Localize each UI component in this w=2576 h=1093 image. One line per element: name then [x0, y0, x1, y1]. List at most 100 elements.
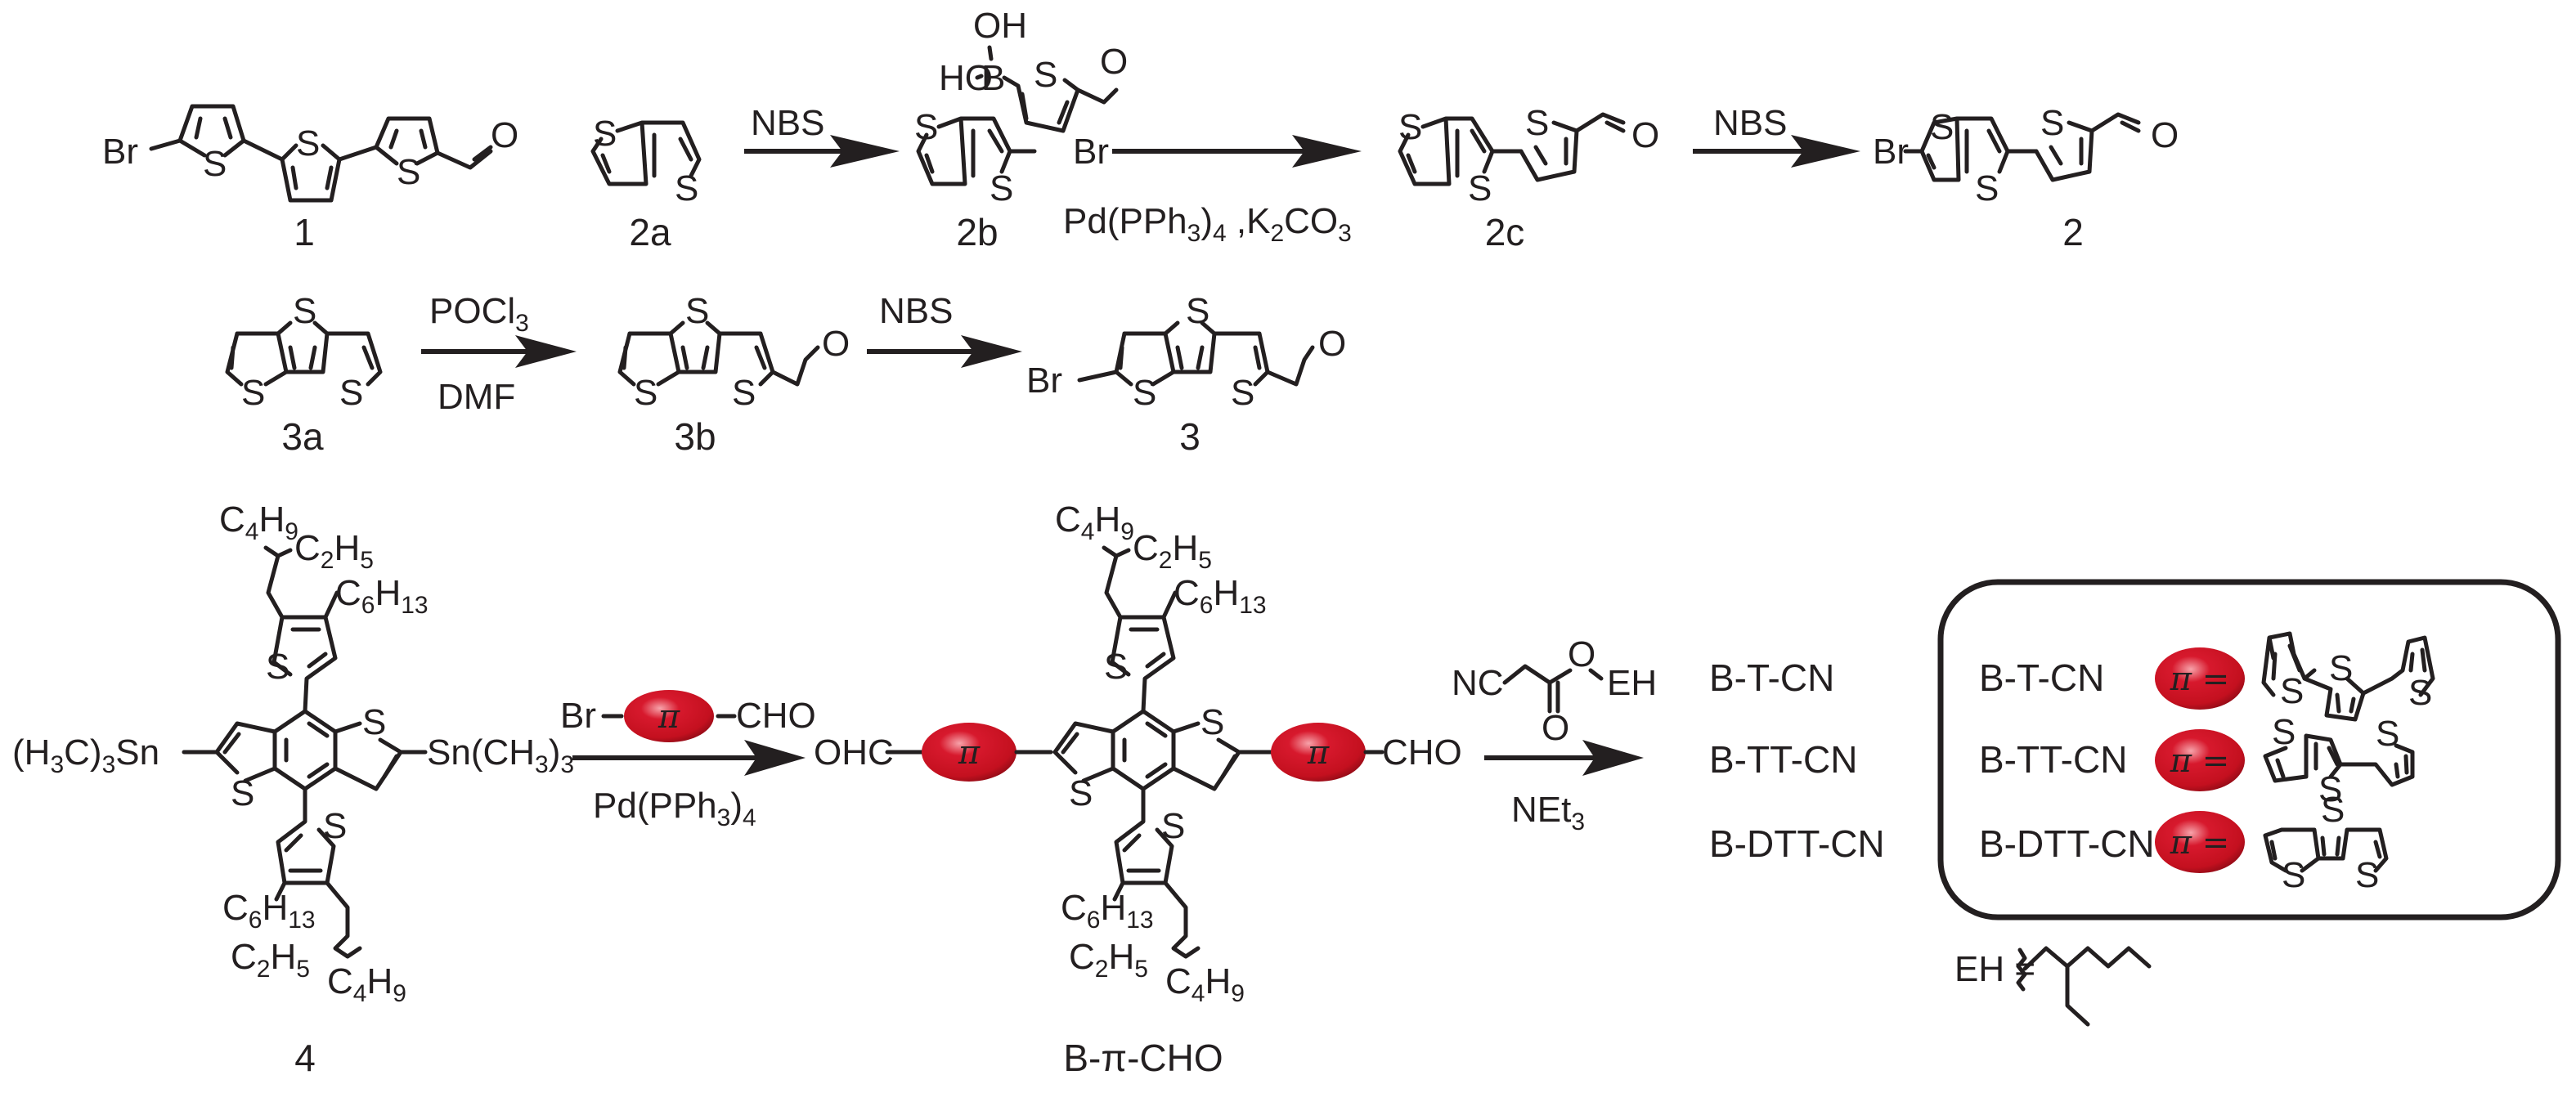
compound-label-1: 1: [294, 211, 315, 253]
atom-nc: NC: [1452, 663, 1504, 703]
chain-c4h9-top: C4H9: [1055, 499, 1134, 545]
atom-s: S: [266, 647, 289, 687]
atom-br: Br: [1026, 361, 1062, 401]
compound-label-2a: 2a: [629, 211, 671, 253]
wavy-bond: [2016, 947, 2027, 992]
pi-symbol: π: [958, 734, 981, 772]
thienothiophene-thiophene-structure: S S S: [2263, 712, 2415, 809]
compound-3: Br S S S O 3: [1026, 291, 1346, 458]
atom-s: S: [231, 773, 254, 813]
eh-definition: EH =: [1954, 946, 2152, 1027]
compound-label-2c: 2c: [1485, 211, 1525, 253]
chain-c6h13-top: C6H13: [1174, 573, 1267, 619]
arrow-stille: Br π CHO Pd(PPh3)4: [560, 690, 816, 831]
pi-unit-ellipse: [2155, 811, 2245, 873]
arrow-2a-to-2b: NBS: [744, 103, 900, 168]
atom-s: S: [1468, 168, 1492, 208]
compound-2b: S S Br 2b: [914, 107, 1109, 253]
atom-s: S: [2272, 712, 2296, 752]
atom-s: S: [2280, 671, 2304, 711]
group-cho: CHO: [1382, 732, 1462, 773]
arrow-head: [515, 335, 577, 368]
atom-s: S: [1930, 107, 1954, 147]
compound-label-b-pi-cho: B-π-CHO: [1063, 1037, 1223, 1079]
product-b-dtt-cn: B-DTT-CN: [1709, 822, 1885, 865]
chain-c2h5-top: C2H5: [294, 528, 374, 574]
arrow-3a-to-3b: POCl3 DMF: [421, 291, 577, 417]
arrow-head: [1791, 135, 1860, 168]
compound-label-4: 4: [294, 1037, 316, 1079]
arrow-head: [1292, 135, 1362, 168]
pi-symbol: π: [657, 698, 680, 736]
chain-c6h13-top: C6H13: [335, 573, 429, 619]
compound-label-3a: 3a: [281, 415, 324, 458]
pi-equals: π =: [2170, 742, 2230, 780]
atom-s: S: [1161, 806, 1185, 846]
chain-c2h5-bottom: C2H5: [231, 937, 310, 983]
catalyst-label: Pd(PPh3)4: [593, 786, 756, 831]
reagent-dmf: DMF: [438, 377, 515, 417]
atom-s: S: [1200, 702, 1224, 742]
atom-o: O: [822, 324, 850, 364]
atom-oh: OH: [973, 6, 1027, 46]
dithienothiophene-structure: S S S: [2263, 790, 2389, 895]
atom-s: S: [203, 144, 227, 184]
atom-s: S: [1069, 773, 1093, 813]
arrow-2c-to-2: NBS: [1693, 103, 1860, 168]
atom-s: S: [685, 291, 709, 331]
atom-br: Br: [1873, 132, 1909, 172]
pi-unit-ellipse: [624, 690, 714, 742]
arrow-head: [744, 740, 806, 776]
pi-equals: π =: [2170, 824, 2230, 862]
atom-s: S: [2282, 855, 2305, 895]
compound-3b: S S S O 3b: [617, 291, 850, 458]
atom-s: S: [732, 373, 756, 413]
atom-br: Br: [102, 132, 138, 172]
product-b-t-cn: B-T-CN: [1709, 656, 1834, 699]
pi-unit-ellipse: [2155, 647, 2245, 710]
atom-b: B: [981, 58, 1005, 98]
atom-s: S: [2318, 769, 2342, 809]
atom-s: S: [2376, 714, 2399, 754]
legend-frame: [1937, 579, 2561, 921]
atom-s: S: [1104, 647, 1128, 687]
atom-s: S: [2321, 790, 2345, 830]
atom-s: S: [241, 373, 265, 413]
compound-3a: S S S 3a: [225, 291, 383, 458]
atom-s: S: [2408, 673, 2432, 713]
atom-s: S: [1231, 373, 1254, 413]
ethylhexyl-skeleton: [2022, 946, 2152, 1027]
atom-o-ester: O: [1568, 634, 1595, 674]
atom-s: S: [1525, 103, 1549, 143]
atom-s: S: [990, 168, 1013, 208]
atom-s: S: [296, 123, 320, 164]
atom-s: S: [1034, 55, 1057, 95]
chain-c2h5-bottom: C2H5: [1069, 937, 1148, 983]
atom-s: S: [339, 373, 363, 413]
atom-s: S: [323, 806, 347, 846]
pi-equals: π =: [2170, 661, 2230, 698]
atom-s: S: [634, 373, 657, 413]
reagent-br: Br: [560, 696, 596, 736]
atom-s: S: [2329, 648, 2353, 688]
cyanoacetate-reagent: NC O O EH: [1452, 634, 1657, 748]
arrow-knoevenagel: NC O O EH NEt3: [1452, 634, 1657, 835]
atom-s: S: [914, 107, 938, 147]
base-label: NEt3: [1511, 790, 1585, 835]
compound-label-2b: 2b: [956, 211, 998, 253]
atom-ho: HO: [939, 58, 993, 98]
intermediate-b-pi-cho: OHC π C4H9 C2H5 C6H13 S S S π CHO S C6H1…: [814, 499, 1462, 1079]
reagent-nbs: NBS: [1713, 103, 1787, 143]
chain-c2h5-top: C2H5: [1133, 528, 1212, 574]
arrow-head: [830, 135, 900, 168]
reagent-cho: CHO: [736, 696, 816, 736]
chain-c4h9-bottom: C4H9: [327, 961, 406, 1007]
legend-name-b-dtt-cn: B-DTT-CN: [1979, 822, 2155, 865]
atom-s: S: [397, 152, 420, 192]
atom-s: S: [2040, 103, 2064, 143]
compound-label-3: 3: [1179, 415, 1200, 458]
reagent-pocl3: POCl3: [429, 291, 529, 337]
atom-s: S: [1133, 373, 1156, 413]
compound-1: Br S S S O 1: [102, 104, 518, 253]
atom-s: S: [1975, 168, 1999, 208]
